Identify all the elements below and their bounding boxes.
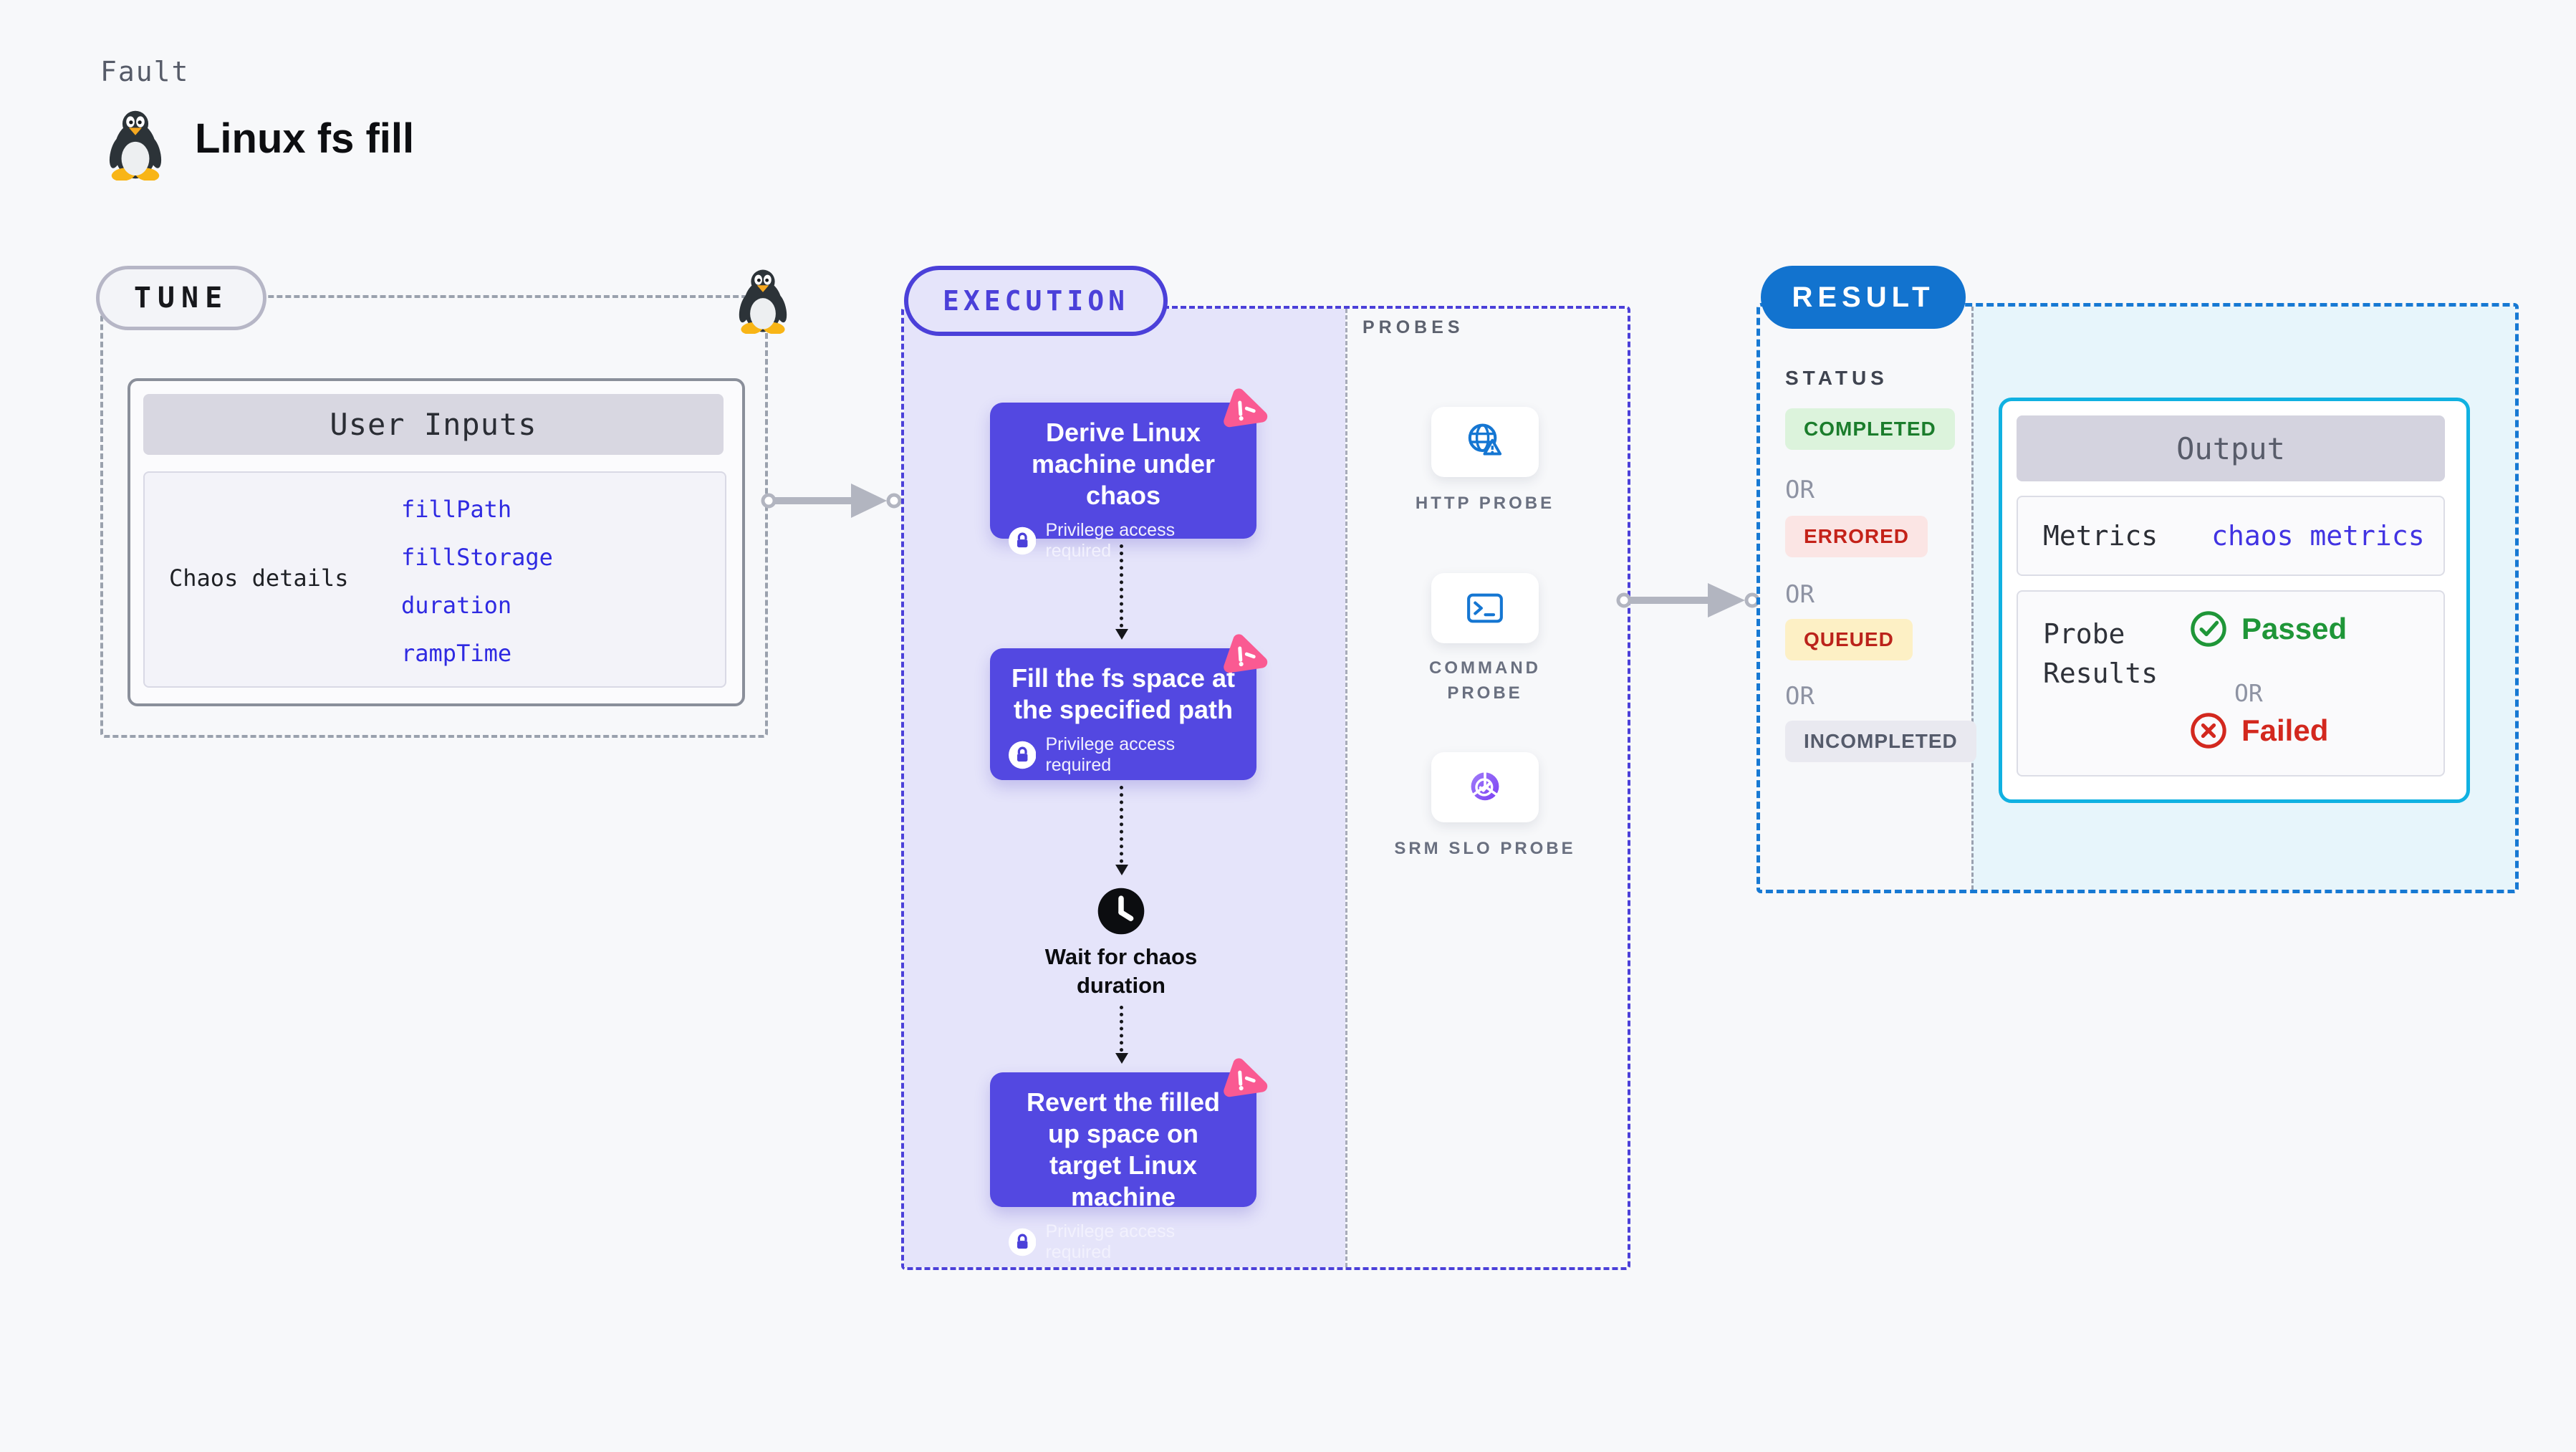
chaos-details-label: Chaos details: [169, 564, 349, 592]
passed-label: Passed: [2241, 612, 2347, 645]
status-title: STATUS: [1785, 367, 1888, 389]
privilege-row: Privilege access required: [1009, 520, 1238, 562]
probes-to-result-arrow-icon: [1616, 577, 1760, 623]
or-label: OR: [1785, 682, 1815, 711]
lock-icon: [1009, 527, 1037, 554]
result-label: RESULT: [1761, 266, 1966, 329]
or-label: OR: [1785, 476, 1815, 504]
http-probe-caption: HTTP PROBE: [1415, 494, 1555, 513]
chaos-fault-badge-icon: [1213, 1050, 1274, 1111]
or-label: OR: [2234, 679, 2263, 707]
tune-section: [100, 295, 768, 738]
command-probe-caption: COMMAND PROBE: [1429, 658, 1541, 703]
step-title: Revert the filled up space on target Lin…: [1026, 1087, 1221, 1211]
probe-results-row: Probe Results Passed OR Failed: [2017, 590, 2445, 777]
privilege-row: Privilege access required: [1009, 734, 1238, 776]
linux-tux-corner-icon: [735, 268, 791, 335]
step-revert-space: Revert the filled up space on target Lin…: [990, 1058, 1268, 1262]
privilege-label: Privilege access required: [1045, 734, 1176, 775]
status-badge-incompleted: INCOMPLETED: [1785, 721, 1976, 762]
tune-to-execution-arrow-icon: [761, 478, 902, 524]
status-output-divider: [1971, 307, 1974, 890]
lock-icon: [1009, 741, 1037, 769]
passed-verdict: Passed: [2188, 609, 2347, 649]
step-title: Fill the fs space at the specified path: [1011, 663, 1236, 724]
fault-kicker: Fault: [100, 56, 190, 87]
privilege-label: Privilege access required: [1045, 519, 1176, 561]
srm-slo-probe-icon: [1471, 771, 1499, 801]
srm-slo-probe-caption: SRM SLO PROBE: [1394, 839, 1576, 858]
step-derive-machine: Derive Linux machine under chaos Privile…: [990, 388, 1268, 561]
http-probe-icon: [1468, 423, 1502, 456]
metrics-value: chaos metrics: [2211, 520, 2425, 552]
check-circle-icon: [2191, 611, 2226, 647]
command-probe-icon: [1467, 593, 1503, 623]
privilege-label: Privilege access required: [1045, 1221, 1176, 1262]
chaos-fault-badge-icon: [1213, 380, 1274, 441]
flow-arrow-down-icon: [1115, 544, 1128, 640]
clock-icon: [1097, 887, 1145, 936]
param-fillpath: fillPath: [401, 496, 512, 523]
command-probe-card: [1431, 573, 1539, 643]
param-fillstorage: fillStorage: [401, 544, 553, 571]
page-title: Linux fs fill: [195, 115, 415, 162]
step-fill-fs-space: Fill the fs space at the specified path …: [990, 634, 1268, 780]
x-circle-icon: [2191, 713, 2226, 749]
wait-step-title: Wait for chaos duration: [1044, 944, 1198, 999]
step-title: Derive Linux machine under chaos: [1031, 418, 1216, 510]
user-inputs-body: [143, 471, 726, 688]
privilege-row: Privilege access required: [1009, 1221, 1238, 1263]
http-probe-card: [1431, 407, 1539, 477]
status-badge-completed: COMPLETED: [1785, 408, 1955, 450]
param-duration: duration: [401, 592, 512, 619]
probes-label: PROBES: [1363, 317, 1464, 337]
tune-label: TUNE: [96, 266, 266, 330]
flow-arrow-down-icon: [1115, 786, 1128, 875]
user-inputs-header: User Inputs: [143, 394, 724, 455]
execution-probes-divider: [1345, 309, 1347, 1267]
linux-tux-icon: [105, 109, 166, 181]
or-label: OR: [1785, 580, 1815, 609]
failed-verdict: Failed: [2188, 711, 2328, 751]
srm-slo-probe-card: [1431, 752, 1539, 822]
status-badge-errored: ERRORED: [1785, 516, 1928, 557]
lock-icon: [1009, 1228, 1037, 1256]
flow-arrow-down-icon: [1115, 1006, 1128, 1064]
failed-label: Failed: [2241, 713, 2329, 747]
metrics-row: Metrics chaos metrics: [2017, 496, 2445, 576]
output-header: Output: [2017, 415, 2445, 481]
probe-results-label: Probe Results: [2043, 618, 2158, 690]
param-ramptime: rampTime: [401, 640, 512, 667]
status-badge-queued: QUEUED: [1785, 619, 1913, 660]
metrics-label: Metrics: [2043, 520, 2158, 552]
chaos-fault-badge-icon: [1213, 626, 1274, 687]
execution-label: EXECUTION: [904, 266, 1168, 336]
